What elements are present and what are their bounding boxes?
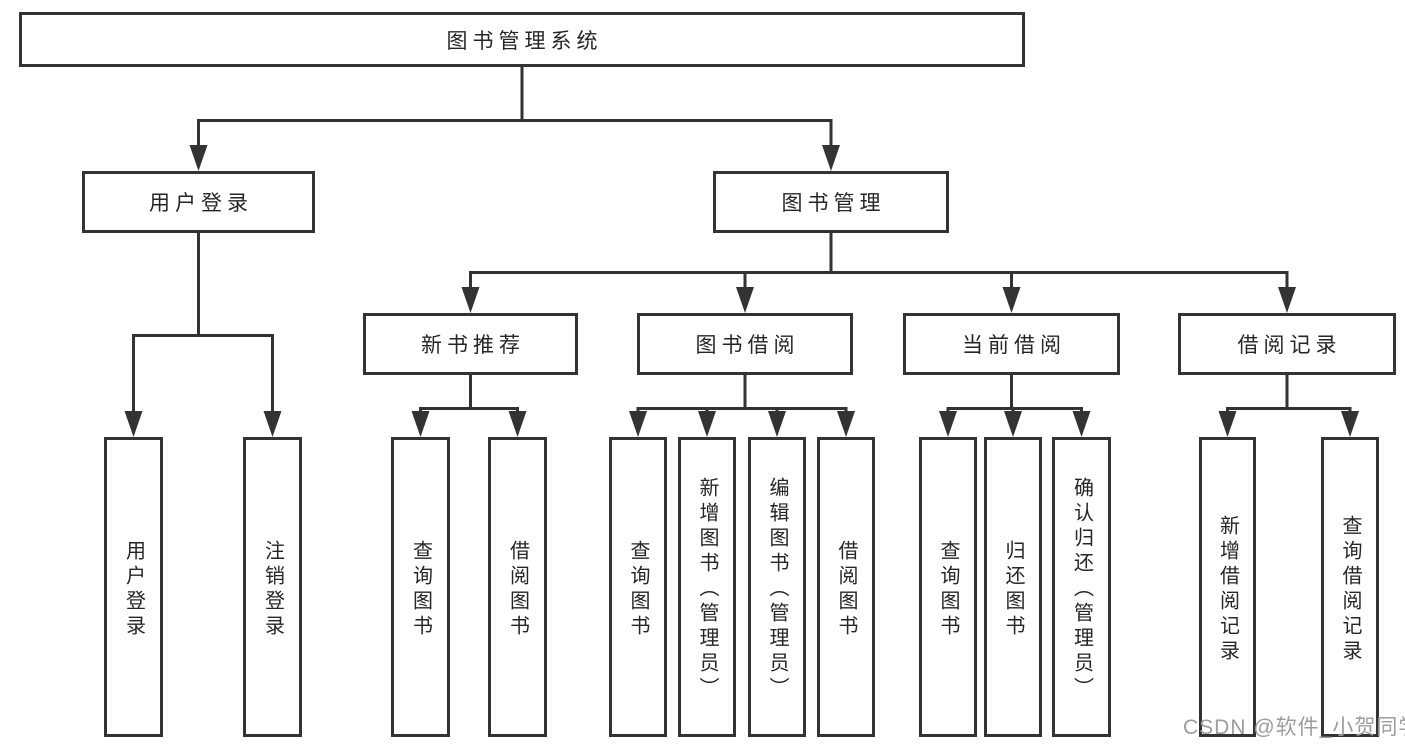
- node-book-management-label: 图书管理: [781, 192, 886, 215]
- connector-current-borrow-children: [946, 375, 1083, 412]
- leaf-query-books-borrow: 查询图书: [609, 437, 667, 737]
- leaf-edit-book-admin: 编辑图书（管理员）: [748, 437, 806, 737]
- arrowheads-book-borrow-children: [629, 411, 855, 437]
- leaf-query-borrow-record: 查询借阅记录: [1321, 437, 1379, 737]
- connector-user-login-children: [132, 233, 274, 414]
- connector-root-to-level2: [197, 66, 833, 148]
- arrowheads-level3: [461, 287, 1296, 313]
- node-book-borrow-label: 图书借阅: [695, 334, 800, 357]
- leaf-borrow-books-recommend: 借阅图书: [488, 437, 547, 737]
- leaf-edit-book-admin-label: 编辑图书（管理员）: [766, 477, 788, 702]
- node-book-management: 图书管理: [713, 171, 949, 233]
- node-borrow-records-label: 借阅记录: [1237, 334, 1342, 357]
- leaf-user-login: 用户登录: [104, 437, 163, 737]
- leaf-confirm-return-admin: 确认归还（管理员）: [1052, 437, 1111, 737]
- arrowheads-borrow-record-children: [1218, 411, 1359, 437]
- leaf-query-borrow-record-label: 查询借阅记录: [1339, 514, 1361, 665]
- leaf-return-book: 归还图书: [984, 437, 1042, 737]
- leaf-confirm-return-admin-label: 确认归还（管理员）: [1070, 477, 1093, 702]
- node-library-system: 图书管理系统: [19, 12, 1025, 67]
- connector-borrow-record-children: [1226, 375, 1352, 412]
- node-borrow-records: 借阅记录: [1178, 313, 1396, 375]
- leaf-user-login-label: 用户登录: [122, 539, 145, 640]
- arrowheads-current-borrow-children: [939, 411, 1091, 437]
- node-new-book-recommend: 新书推荐: [363, 313, 578, 375]
- node-library-system-label: 图书管理系统: [446, 29, 603, 53]
- leaf-query-books-current: 查询图书: [919, 437, 977, 737]
- arrowheads-new-book-children: [411, 411, 527, 437]
- node-user-login: 用户登录: [82, 171, 315, 233]
- node-user-login-label: 用户登录: [149, 192, 253, 215]
- connector-book-borrow-children: [636, 375, 848, 412]
- connector-book-management-children: [469, 233, 1289, 290]
- arrowheads-level2: [189, 145, 840, 171]
- leaf-return-book-label: 归还图书: [1002, 539, 1024, 640]
- node-book-borrow: 图书借阅: [637, 313, 853, 375]
- connector-new-book-children: [419, 375, 519, 412]
- node-current-borrow: 当前借阅: [903, 313, 1120, 375]
- leaf-logout-label: 注销登录: [261, 539, 284, 640]
- leaf-query-books-recommend-label: 查询图书: [409, 539, 432, 640]
- node-current-borrow-label: 当前借阅: [962, 334, 1066, 357]
- leaf-borrow-books: 借阅图书: [817, 437, 875, 737]
- leaf-logout: 注销登录: [243, 437, 302, 737]
- leaf-query-books-current-label: 查询图书: [937, 539, 959, 640]
- leaf-borrow-books-recommend-label: 借阅图书: [506, 539, 529, 640]
- leaf-borrow-books-label: 借阅图书: [835, 539, 857, 640]
- leaf-add-borrow-record: 新增借阅记录: [1199, 437, 1256, 737]
- leaf-query-books-borrow-label: 查询图书: [627, 539, 649, 640]
- leaf-query-books-recommend: 查询图书: [391, 437, 450, 737]
- arrowheads-user-login-children: [124, 411, 282, 437]
- leaf-add-book-admin: 新增图书（管理员）: [678, 437, 736, 737]
- watermark: CSDN @软件_小贺同学: [1183, 716, 1405, 739]
- leaf-add-borrow-record-label: 新增借阅记录: [1216, 514, 1239, 665]
- leaf-add-book-admin-label: 新增图书（管理员）: [696, 477, 718, 702]
- node-new-book-recommend-label: 新书推荐: [421, 334, 525, 357]
